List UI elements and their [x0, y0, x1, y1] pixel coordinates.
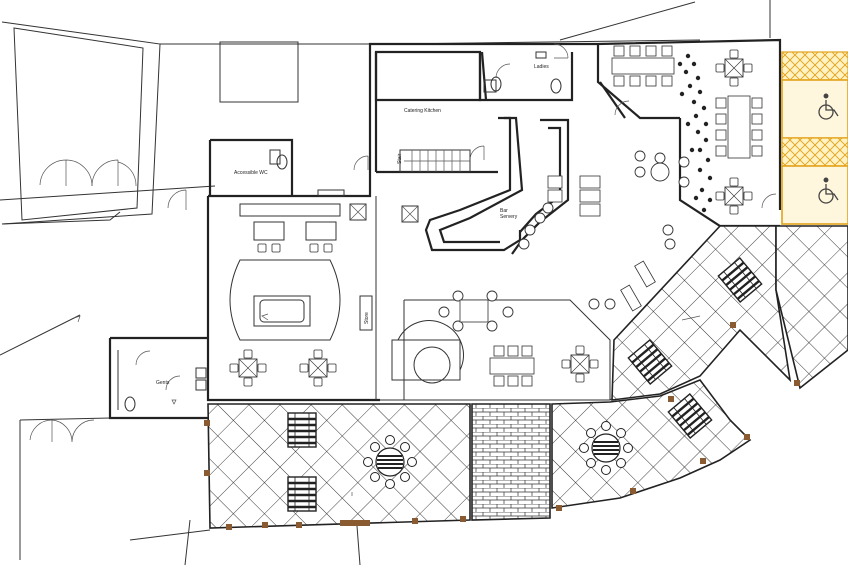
wheelchair-icon: [818, 177, 839, 204]
label-store: Store: [364, 312, 370, 324]
label-gents: Gents: [156, 380, 170, 386]
building-walls: [108, 38, 782, 420]
wheelchair-icon: [818, 93, 839, 120]
room-labels: Catering Kitchen Accessible WC Ladies Ge…: [156, 64, 549, 386]
stair: [399, 149, 471, 173]
interior-furniture: [230, 45, 763, 387]
accessible-parking: [781, 51, 848, 225]
label-ladies: Ladies: [534, 64, 549, 70]
label-catering-kitchen: Catering Kitchen: [404, 108, 441, 114]
leader-lines: [73, 313, 701, 496]
label-accessible-wc: Accessible WC: [234, 170, 268, 176]
wc-fixtures: [117, 51, 562, 412]
label-stair: Stair: [397, 153, 403, 164]
